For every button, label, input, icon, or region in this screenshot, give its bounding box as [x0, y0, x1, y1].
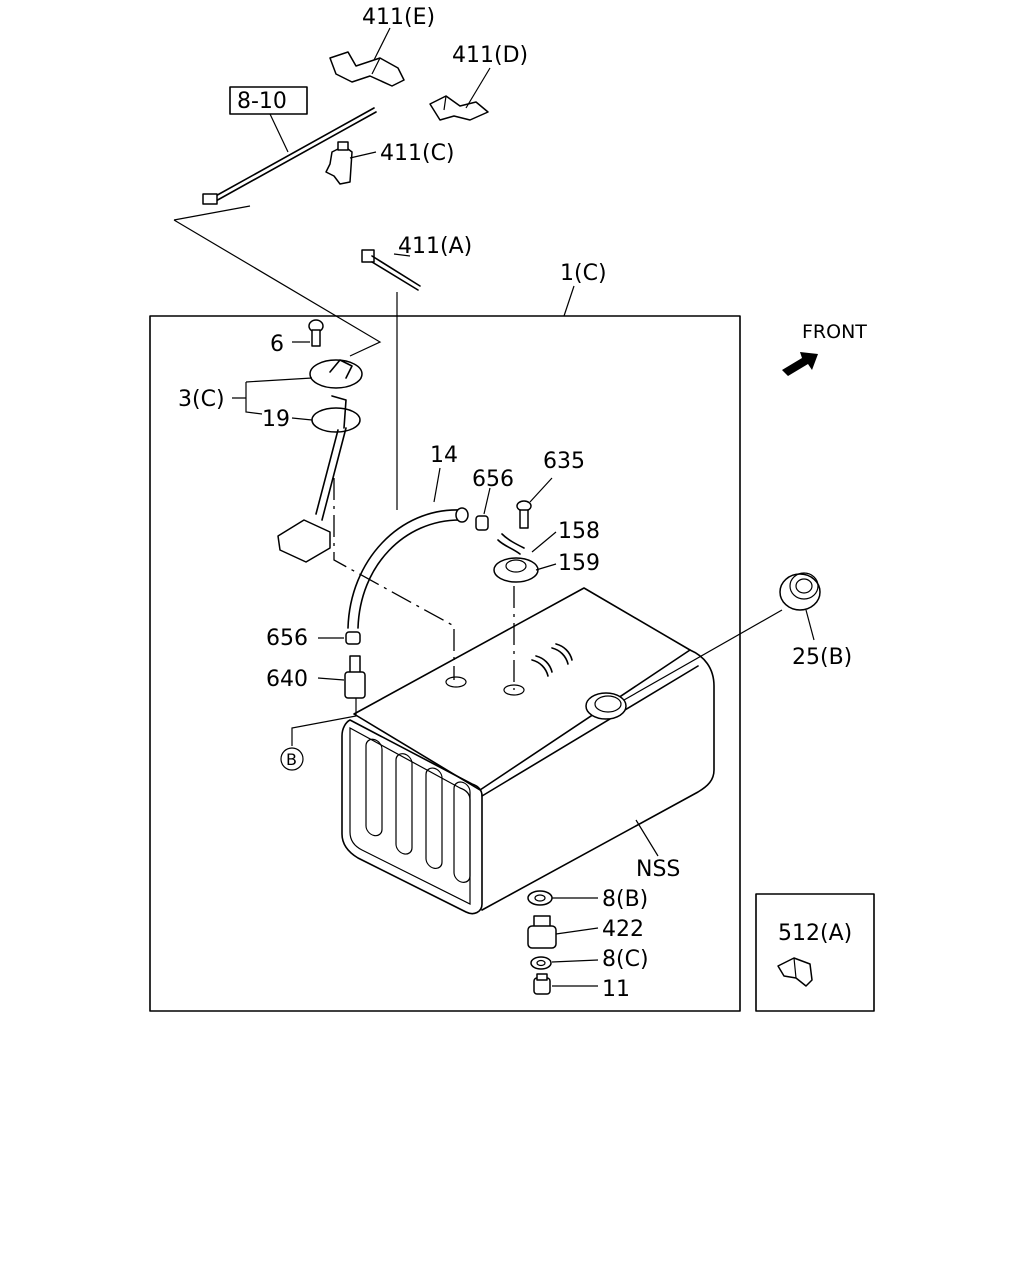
filler-line: [623, 609, 783, 701]
label-411d: 411(D): [452, 43, 528, 68]
leader-25b: [805, 609, 815, 641]
label-nss: NSS: [636, 857, 680, 882]
label-411c: 411(C): [380, 141, 455, 166]
label-158: 158: [558, 519, 600, 544]
leader-640: [317, 677, 345, 681]
label-640: 640: [266, 667, 308, 692]
label-front: FRONT: [802, 321, 867, 343]
flange-159: [493, 557, 539, 583]
leader-158: [531, 531, 557, 553]
leader-8c: [551, 959, 599, 963]
label-411a: 411(A): [398, 234, 472, 259]
label-14: 14: [430, 443, 458, 468]
leader-14: [433, 467, 441, 503]
leader-8-10: [269, 113, 289, 153]
box-8-10: [229, 86, 308, 115]
clip-411c-shape: [325, 141, 353, 185]
cap-25b: [779, 572, 821, 611]
gasket-19: [311, 395, 361, 433]
leader-422: [555, 927, 599, 935]
front-arrow-icon: [782, 352, 818, 376]
clamp-656-top: [475, 515, 489, 531]
label-635: 635: [543, 449, 585, 474]
label-8c: 8(C): [602, 947, 649, 972]
float-shape: [277, 519, 331, 563]
screw-6: [308, 319, 324, 347]
label-19: 19: [262, 407, 290, 432]
inset-frame-box: [755, 893, 875, 1012]
label-656-top: 656: [472, 467, 514, 492]
label-512a: 512(A): [778, 921, 852, 946]
main-frame-box: [149, 315, 741, 1012]
clip-411d-shape: [429, 95, 489, 121]
harness-connector: [202, 193, 218, 205]
float-arm: [315, 427, 347, 521]
washer-8c: [530, 956, 552, 970]
label-11: 11: [602, 977, 630, 1002]
label-422: 422: [602, 917, 644, 942]
leader-411e: [373, 27, 391, 61]
leader-159: [535, 563, 557, 571]
leader-635: [529, 477, 553, 503]
screw-635: [516, 500, 532, 529]
sender-flange: [309, 359, 363, 389]
clamp-656: [345, 631, 361, 645]
bolt-11: [533, 973, 551, 995]
label-8-10: 8-10: [237, 89, 287, 114]
label-1c: 1(C): [560, 261, 607, 286]
hose-14: [347, 507, 469, 629]
harness-wire: [211, 107, 375, 199]
plug-422: [527, 915, 557, 949]
connector-512a: [777, 957, 813, 987]
label-656: 656: [266, 626, 308, 651]
label-3c: 3(C): [178, 387, 225, 412]
label-25b: 25(B): [792, 645, 852, 670]
leader-411a: [393, 253, 411, 257]
leader-19: [291, 417, 313, 421]
sender-centerline: [333, 478, 455, 680]
label-159: 159: [558, 551, 600, 576]
cable-tie-411a: [361, 249, 421, 291]
leader-nss: [635, 819, 659, 857]
leader-411d: [465, 67, 491, 109]
clip-411e-shape: [329, 51, 405, 87]
label-8b: 8(B): [602, 887, 648, 912]
fitting-640: [344, 655, 366, 699]
leader-411c: [349, 151, 377, 159]
label-411e: 411(E): [362, 5, 435, 30]
leader-1c: [563, 285, 575, 317]
pipe-158: [497, 533, 525, 555]
route-line-harness: [173, 205, 382, 357]
circle-b-marker: [280, 747, 304, 771]
label-6: 6: [270, 332, 284, 357]
label-circle-b: B: [286, 750, 297, 769]
bracket-3c: [232, 377, 313, 415]
washer-8b: [527, 890, 553, 906]
fuel-tank-body: [341, 587, 715, 915]
leader-656-top: [483, 487, 491, 515]
leader-circle-b: [291, 698, 357, 746]
